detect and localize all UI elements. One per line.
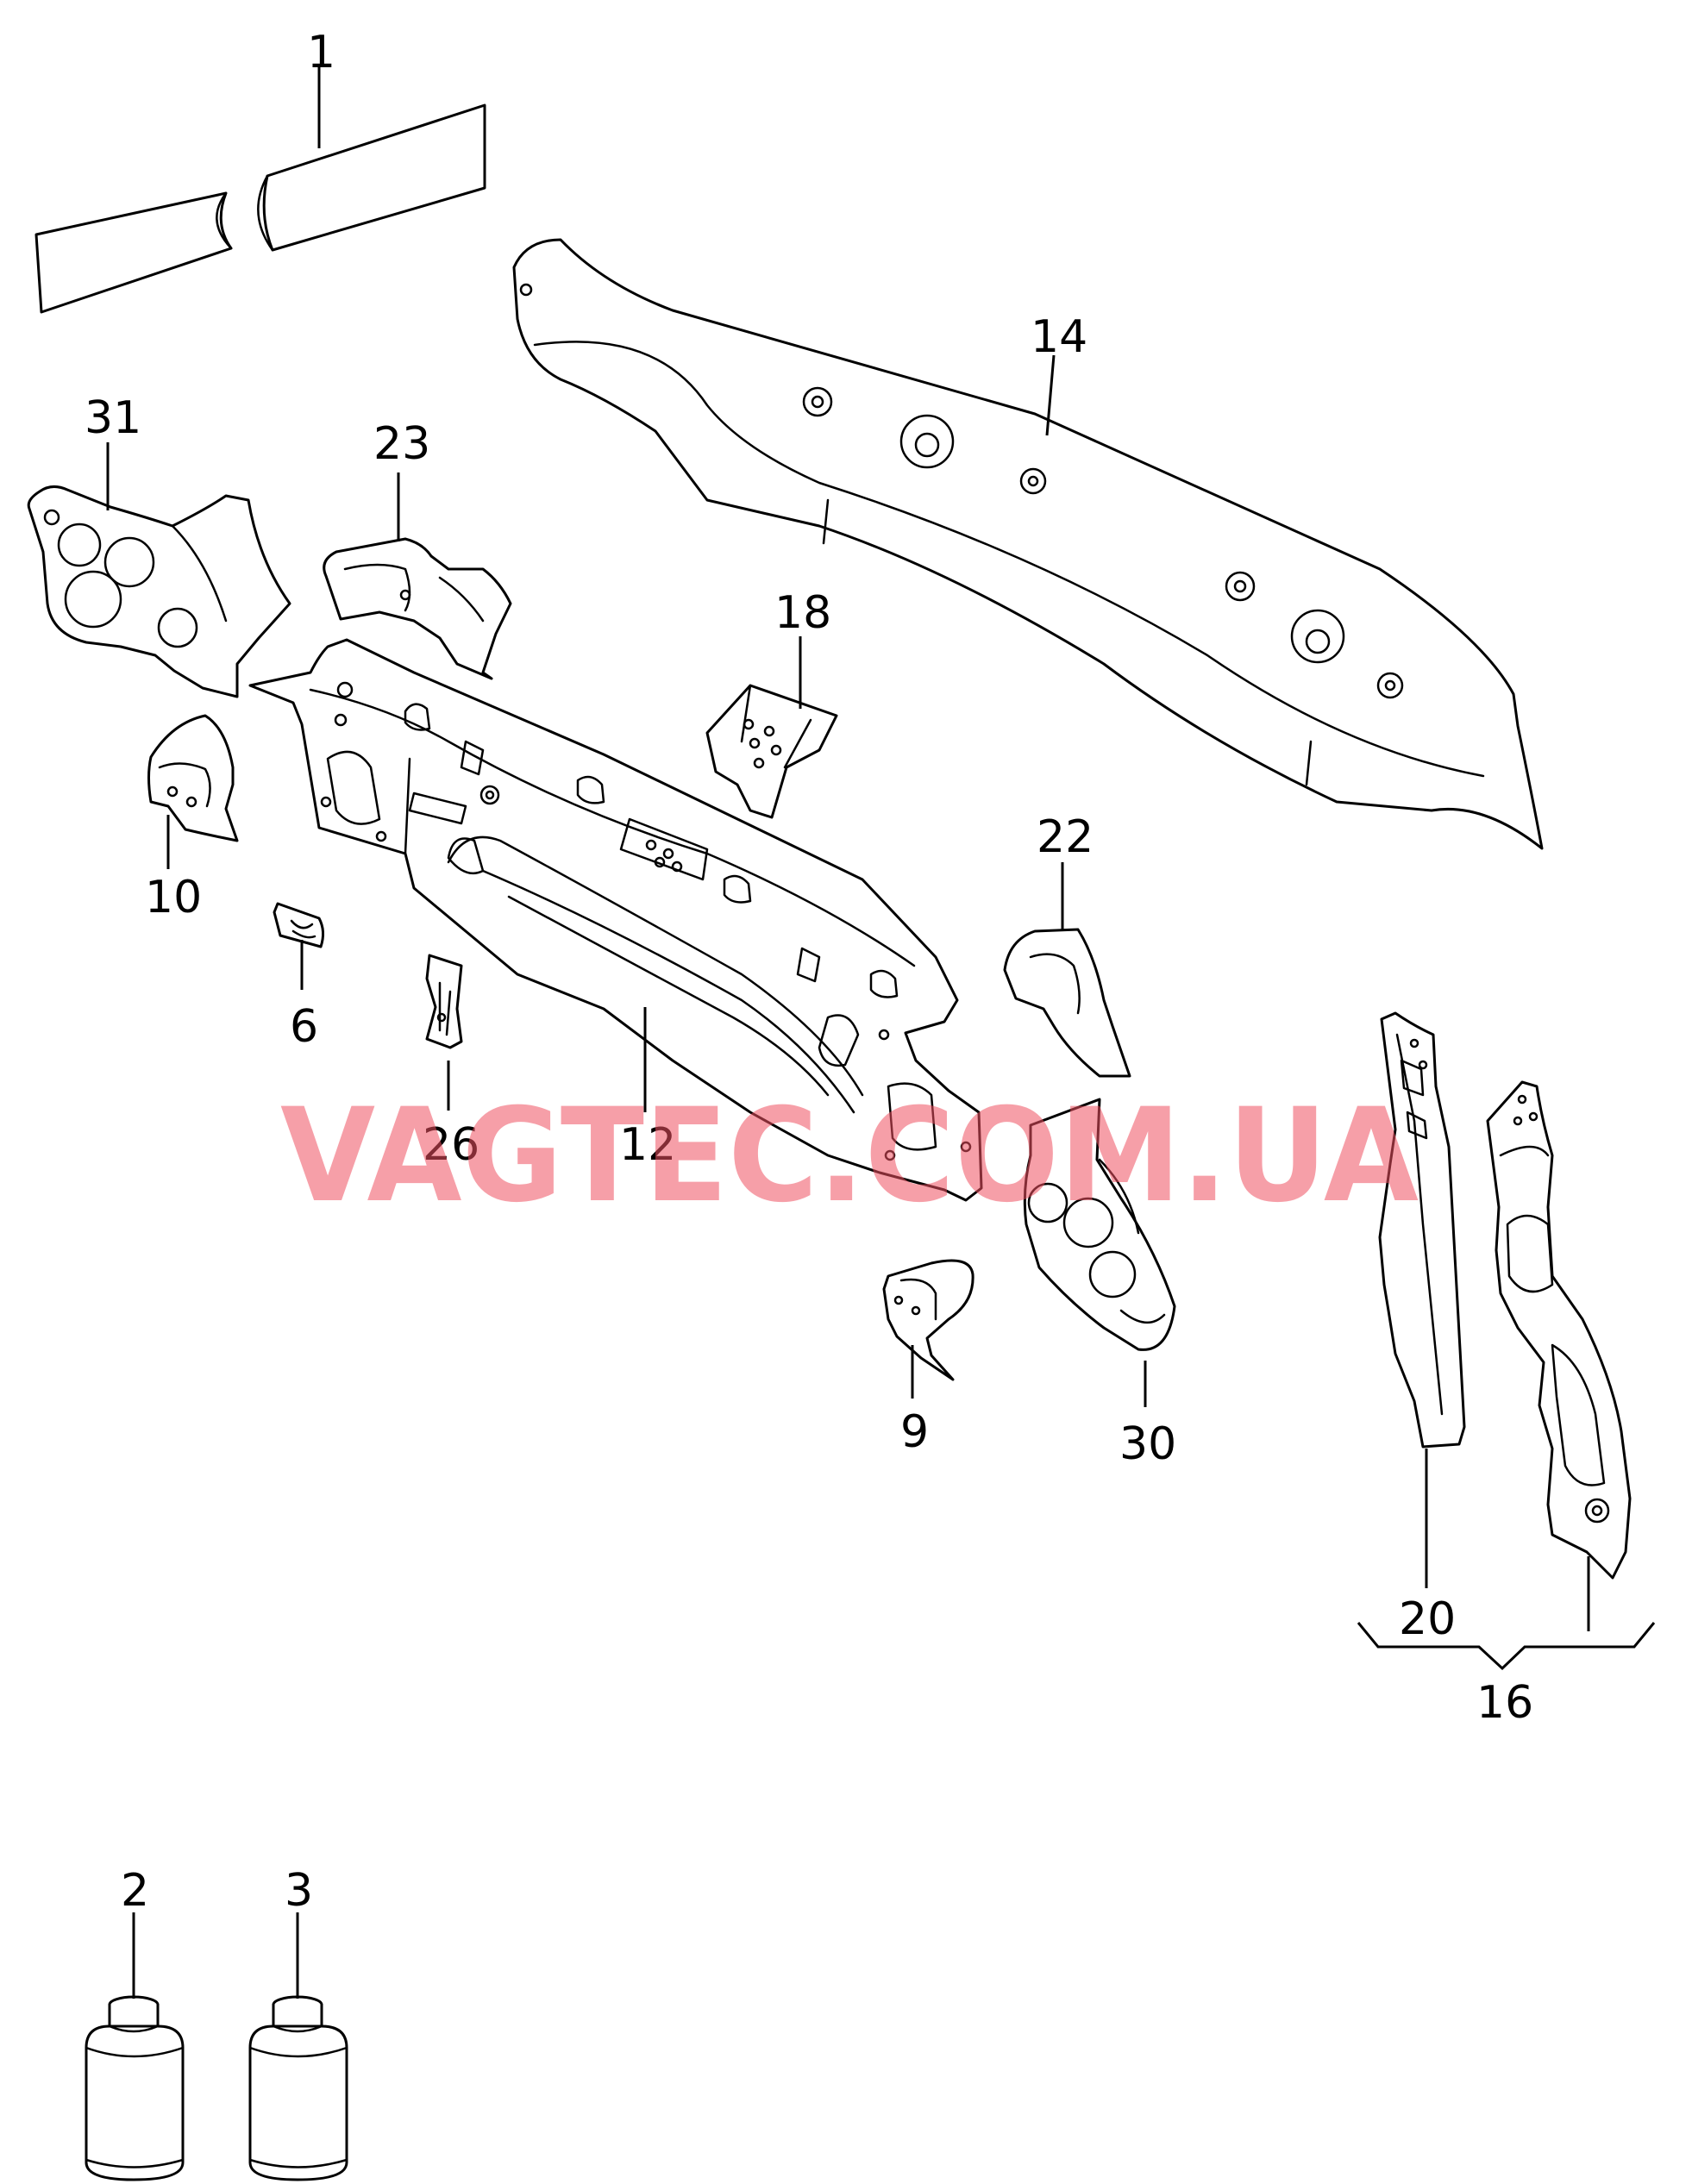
part-22-bracket[interactable] [1003,928,1131,1078]
part-14-crossmember[interactable] [512,238,1544,850]
part-31-bracket[interactable] [27,485,291,698]
callout-1: 1 [307,27,335,78]
callout-14: 14 [1031,311,1087,363]
part-12-rear-panel[interactable] [248,638,983,1202]
callout-22: 22 [1037,811,1094,863]
part-26-bracket[interactable] [425,954,463,1049]
part-23-bracket[interactable] [323,537,512,680]
part-20-pillar[interactable] [1378,1011,1466,1449]
callout-2: 2 [121,1865,149,1917]
watermark-text: VAGTEC.COM.UA [280,1081,1419,1231]
callout-18: 18 [774,587,831,639]
callout-3: 3 [285,1865,313,1917]
callout-23: 23 [373,418,430,470]
callout-26: 26 [423,1119,479,1171]
callout-10: 10 [145,872,202,923]
part-6-clip[interactable] [273,902,325,948]
part-30-bracket[interactable] [1023,1098,1176,1351]
part-18-bracket[interactable] [705,684,838,819]
part-10-bracket[interactable] [147,714,239,842]
callout-20: 20 [1399,1593,1456,1645]
callout-30: 30 [1119,1418,1176,1470]
part-2-can[interactable] [85,1995,185,2181]
callout-16: 16 [1476,1677,1533,1729]
part-16-pillar[interactable] [1486,1080,1632,1580]
callout-31: 31 [85,392,141,444]
part-1-strip[interactable] [34,103,486,314]
part-3-can[interactable] [248,1995,348,2181]
group-bracket-16 [1357,1622,1656,1671]
callout-9: 9 [900,1406,929,1458]
callout-6: 6 [290,1001,318,1053]
leader-14 [1045,354,1056,436]
part-9-bracket[interactable] [882,1259,974,1381]
callout-12: 12 [619,1119,676,1171]
